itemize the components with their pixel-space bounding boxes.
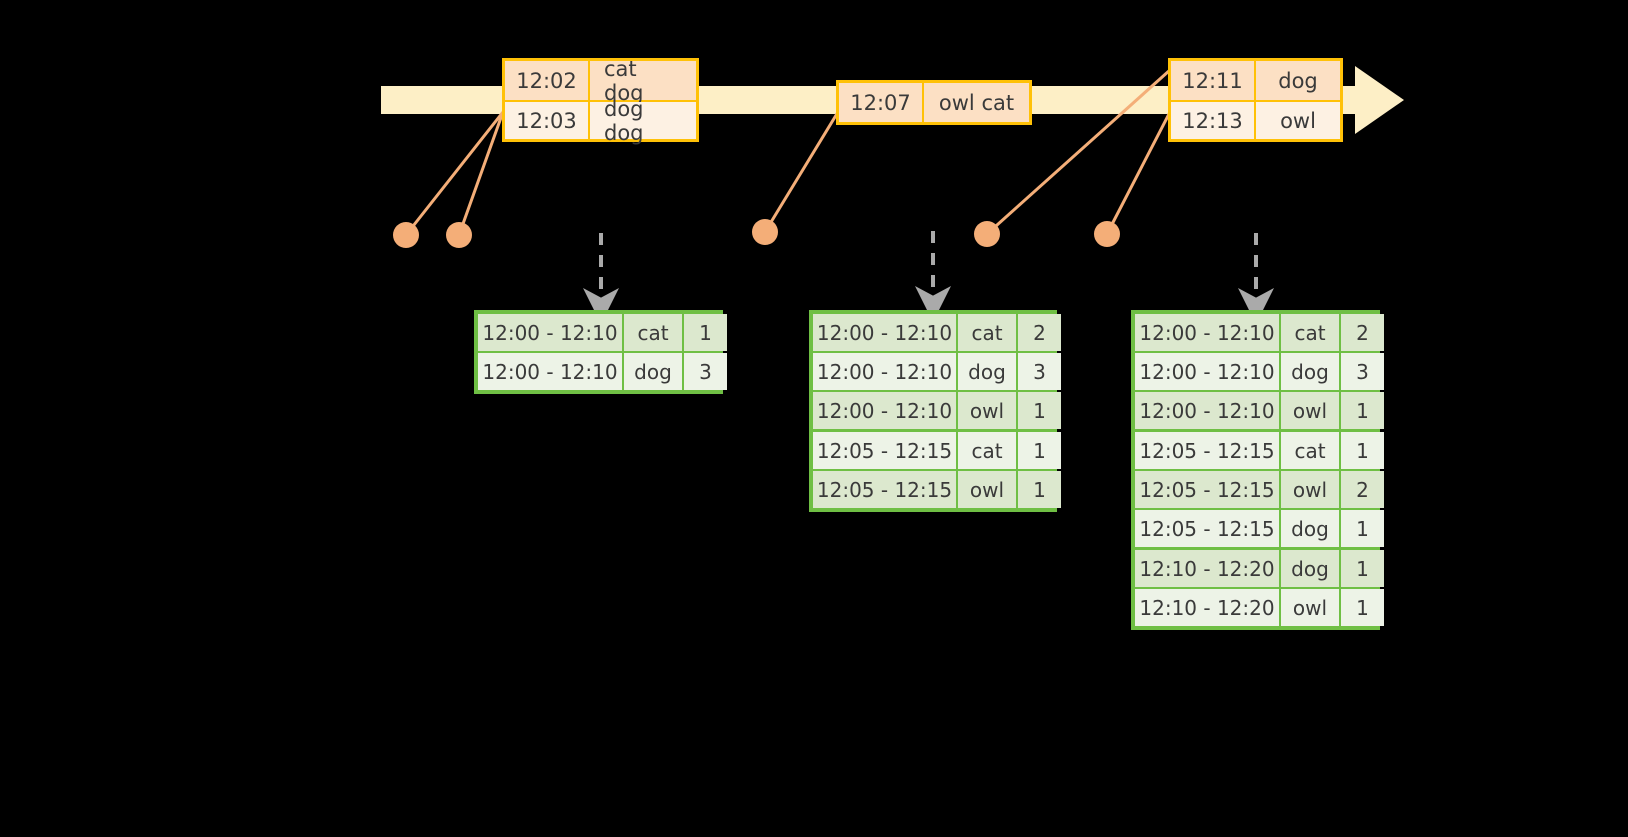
- result-window: 12:05 - 12:15: [813, 432, 956, 469]
- result-count: 1: [1341, 432, 1384, 469]
- result-window: 12:00 - 12:10: [813, 392, 956, 429]
- event-row: 12:13 owl: [1171, 100, 1340, 139]
- result-key: cat: [958, 432, 1016, 469]
- result-window: 12:05 - 12:15: [813, 471, 956, 508]
- result-key: owl: [958, 471, 1016, 508]
- result-window: 12:00 - 12:10: [478, 314, 622, 351]
- result-count: 3: [684, 353, 727, 390]
- result-count: 1: [684, 314, 727, 351]
- event-value: owl: [1256, 102, 1340, 139]
- result-count: 2: [1341, 471, 1384, 508]
- event-value: dog dog: [590, 97, 696, 145]
- result-count: 1: [1018, 471, 1061, 508]
- event-box-1[interactable]: 12:02 cat dog 12:03 dog dog: [502, 57, 699, 145]
- connector-line-5: [1105, 111, 1172, 235]
- result-key: cat: [1281, 314, 1339, 351]
- result-key: cat: [958, 314, 1016, 351]
- result-window: 12:05 - 12:15: [1135, 471, 1279, 508]
- result-window: 12:10 - 12:20: [1135, 550, 1279, 587]
- connector-dots: [393, 219, 1120, 248]
- result-key: owl: [1281, 471, 1339, 508]
- result-window: 12:00 - 12:10: [478, 353, 622, 390]
- event-row: 12:03 dog dog: [505, 97, 696, 145]
- event-dot-4: [974, 221, 1000, 247]
- event-dot-2: [446, 222, 472, 248]
- result-key: cat: [1281, 432, 1339, 469]
- result-window: 12:00 - 12:10: [1135, 392, 1279, 429]
- result-window: 12:00 - 12:10: [813, 314, 956, 351]
- result-count: 2: [1018, 314, 1061, 351]
- connector-line-1: [404, 111, 505, 236]
- result-key: dog: [1281, 510, 1339, 547]
- event-time: 12:03: [505, 102, 590, 139]
- result-key: dog: [1281, 353, 1339, 390]
- dashed-arrows: [583, 231, 1274, 324]
- result-count: 1: [1018, 392, 1061, 429]
- event-row: 12:11 dog: [1171, 61, 1340, 100]
- event-box-3[interactable]: 12:11 dog 12:13 owl: [1168, 58, 1343, 142]
- event-row: 12:02 cat dog: [505, 57, 696, 105]
- event-dot-5: [1094, 221, 1120, 247]
- result-count: 1: [1018, 432, 1061, 469]
- result-window: 12:05 - 12:15: [1135, 432, 1279, 469]
- result-key: owl: [1281, 392, 1339, 429]
- event-row: 12:07 owl cat: [839, 83, 1029, 122]
- result-window: 12:00 - 12:10: [1135, 314, 1279, 351]
- result-window: 12:00 - 12:10: [1135, 353, 1279, 390]
- result-key: owl: [1281, 589, 1339, 626]
- result-window: 12:10 - 12:20: [1135, 589, 1279, 626]
- connector-line-3: [763, 111, 840, 233]
- result-key: cat: [624, 314, 682, 351]
- result-window: 12:05 - 12:15: [1135, 510, 1279, 547]
- event-value: dog: [1256, 61, 1340, 100]
- result-key: dog: [958, 353, 1016, 390]
- event-time: 12:11: [1171, 61, 1256, 100]
- event-time: 12:13: [1171, 102, 1256, 139]
- result-key: owl: [958, 392, 1016, 429]
- result-count: 1: [1341, 550, 1384, 587]
- result-window: 12:00 - 12:10: [813, 353, 956, 390]
- connector-line-2: [457, 111, 505, 236]
- result-count: 3: [1341, 353, 1384, 390]
- result-count: 2: [1341, 314, 1384, 351]
- event-dot-3: [752, 219, 778, 245]
- result-key: dog: [624, 353, 682, 390]
- event-value: owl cat: [924, 83, 1029, 122]
- event-box-2[interactable]: 12:07 owl cat: [836, 80, 1032, 125]
- result-count: 1: [1341, 392, 1384, 429]
- event-dot-1: [393, 222, 419, 248]
- result-count: 1: [1341, 510, 1384, 547]
- result-key: dog: [1281, 550, 1339, 587]
- event-value: cat dog: [590, 57, 696, 105]
- result-count: 1: [1341, 589, 1384, 626]
- event-time: 12:02: [505, 61, 590, 100]
- result-count: 3: [1018, 353, 1061, 390]
- event-time: 12:07: [839, 83, 924, 122]
